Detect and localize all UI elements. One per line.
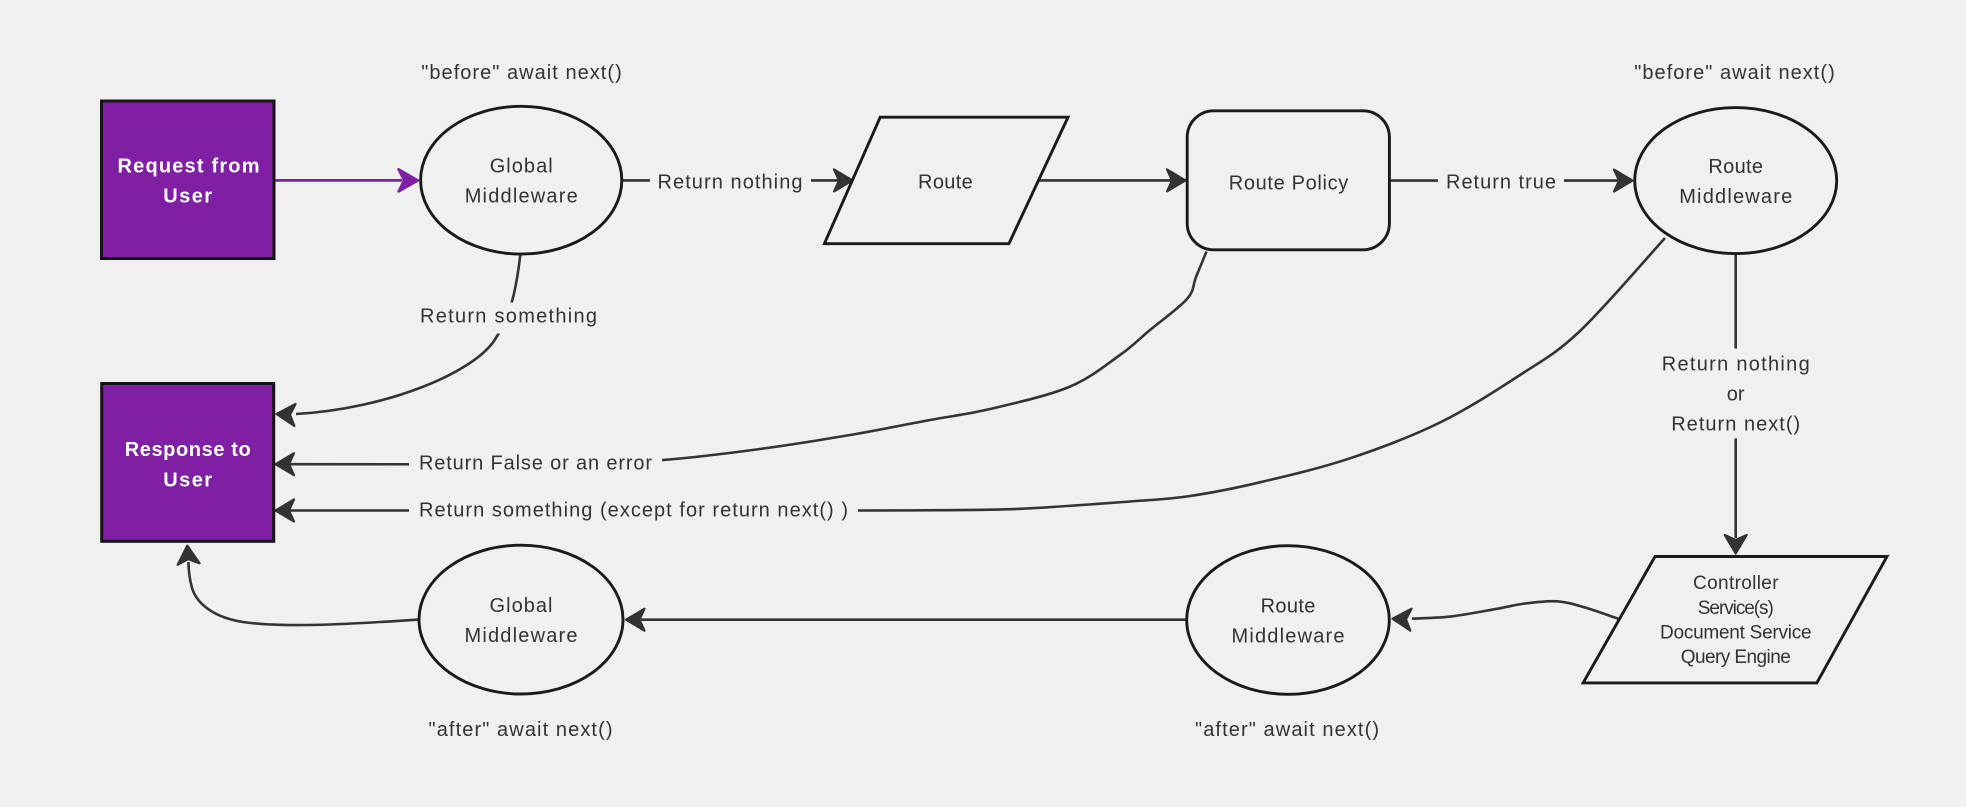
- svg-text:Service(s): Service(s): [1698, 598, 1774, 619]
- svg-text:Return something (except for r: Return something (except for return next…: [419, 499, 848, 521]
- svg-text:"before" await next(): "before" await next(): [1634, 62, 1835, 84]
- svg-text:Route: Route: [1261, 596, 1316, 618]
- svg-text:Middleware: Middleware: [465, 625, 578, 647]
- svg-text:Controller: Controller: [1693, 573, 1779, 594]
- svg-text:Route Policy: Route Policy: [1229, 173, 1349, 195]
- svg-text:Route: Route: [918, 172, 973, 194]
- svg-text:Middleware: Middleware: [1232, 625, 1345, 647]
- svg-text:Request from: Request from: [118, 155, 260, 177]
- svg-text:Middleware: Middleware: [465, 186, 578, 208]
- svg-text:Document Service: Document Service: [1660, 622, 1812, 643]
- svg-text:Route: Route: [1708, 156, 1763, 178]
- svg-text:"after" await next(): "after" await next(): [1195, 719, 1379, 741]
- svg-text:User: User: [163, 186, 212, 208]
- svg-text:Global: Global: [490, 156, 553, 178]
- svg-text:Return something: Return something: [420, 306, 597, 328]
- svg-text:"before" await next(): "before" await next(): [421, 62, 622, 84]
- svg-text:Return nothing: Return nothing: [658, 171, 803, 193]
- svg-text:Middleware: Middleware: [1679, 186, 1792, 208]
- svg-text:Query Engine: Query Engine: [1681, 647, 1791, 668]
- svg-text:Return False or an error: Return False or an error: [419, 453, 652, 475]
- svg-text:User: User: [163, 470, 212, 492]
- svg-text:Response to: Response to: [125, 439, 251, 461]
- svg-text:or: or: [1727, 384, 1745, 406]
- svg-text:Return true: Return true: [1446, 171, 1556, 193]
- svg-text:Return nothing: Return nothing: [1662, 354, 1810, 376]
- svg-text:Global: Global: [490, 595, 553, 617]
- svg-text:"after" await next(): "after" await next(): [429, 719, 613, 741]
- svg-text:Return next(): Return next(): [1671, 414, 1800, 436]
